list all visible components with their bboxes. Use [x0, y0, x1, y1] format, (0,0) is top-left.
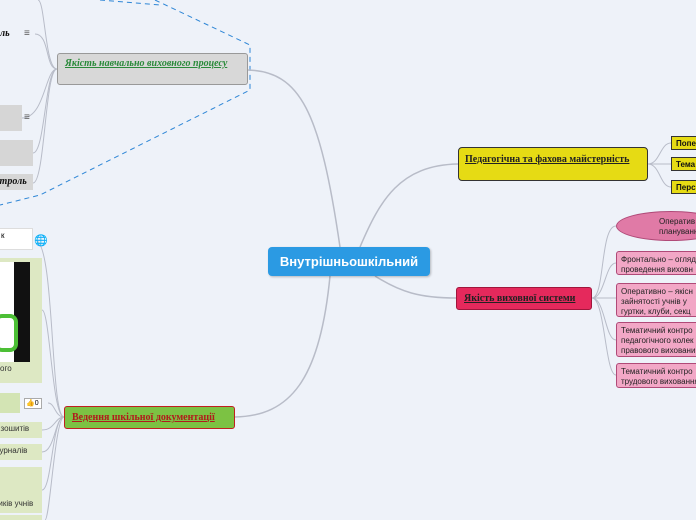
connector-process	[247, 69, 341, 248]
branch-pedagogical-label: Педагогічна та фахова майстерність	[465, 154, 630, 165]
doc-label: я зошитів	[0, 424, 30, 433]
doc-node-partial[interactable]	[0, 515, 42, 520]
root-node[interactable]: Внутрішньошкільний	[268, 247, 430, 276]
subtopic-education-2[interactable]: Фронтально – огляд проведення виховн	[616, 251, 696, 275]
branch-documentation[interactable]: Ведення шкільної документації	[64, 406, 235, 429]
like-count: 0	[34, 400, 39, 407]
connector-pedagogical	[359, 163, 459, 248]
connector-pink-1	[591, 225, 617, 299]
subtopic-pedagogical-1[interactable]: Попе	[671, 136, 696, 150]
menu-icon[interactable]: ≡	[24, 28, 30, 39]
branch-process-quality[interactable]: Якість навчально виховного процесу	[57, 53, 248, 85]
subtopic-education-5[interactable]: Тематичний контро трудового виховання	[616, 363, 696, 388]
subtopic-label: Оперативно – якісн зайнятості учнів у гу…	[621, 287, 693, 316]
dashed-boundary	[0, 0, 251, 206]
doc-label: журналів	[0, 446, 28, 455]
branch-process-label: Якість навчально виховного процесу	[65, 58, 228, 69]
doc-node-journals[interactable]: журналів	[0, 444, 42, 460]
subtopic-pedagogical-3[interactable]: Перс	[671, 180, 696, 194]
dashed-boundary-top	[99, 0, 161, 6]
globe-icon[interactable]: 🌐	[34, 235, 48, 247]
doc-node-blank[interactable]	[0, 393, 20, 413]
connector-ysub-1	[647, 142, 672, 165]
subtopic-pedagogical-2[interactable]: Тема	[671, 157, 696, 171]
video-thumbnail	[0, 262, 30, 362]
connector-process-2	[37, 0, 58, 70]
subtopic-education-3[interactable]: Оперативно – якісн зайнятості учнів у гу…	[616, 283, 696, 317]
branch-documentation-label: Ведення шкільної документації	[72, 412, 215, 423]
subtopic-label: Фронтально – огляд проведення виховн	[621, 255, 696, 274]
connector-doc-2	[41, 309, 65, 418]
connector-ysub-3	[647, 163, 672, 188]
connector-process-3	[21, 68, 58, 119]
doc-node-diaries[interactable]: ників учнів	[0, 467, 42, 513]
like-badge[interactable]: 👍0	[24, 398, 42, 409]
control-top-text: ль	[0, 28, 10, 39]
branch-education-quality[interactable]: Якість виховної системи	[456, 287, 592, 310]
connector-pink-2	[591, 262, 617, 299]
connector-process-5	[32, 68, 58, 184]
subtopic-label: Тема	[676, 160, 696, 169]
branch-pedagogical[interactable]: Педагогічна та фахова майстерність	[458, 147, 648, 181]
connector-doc-7	[44, 416, 65, 520]
link-node[interactable]: к	[0, 228, 33, 250]
connector-documentation	[234, 275, 331, 418]
subtopic-education-4[interactable]: Тематичний контро педагогічного колек пр…	[616, 322, 696, 357]
subtopic-label: Тематичний контро педагогічного колек пр…	[621, 326, 696, 355]
subtopic-education-1[interactable]: Оператив планування	[616, 211, 696, 241]
connector-doc-1	[34, 239, 65, 418]
process-grey-box-2[interactable]	[0, 140, 33, 166]
control-bottom-text[interactable]: нтроль	[0, 174, 33, 190]
connector-doc-6	[41, 416, 65, 491]
menu-icon[interactable]: ≡	[24, 112, 30, 123]
thumbs-up-icon: 👍	[26, 400, 35, 407]
subtopic-label: Оператив планування	[659, 217, 696, 236]
video-caption: ого	[0, 364, 12, 373]
connector-doc-3	[47, 402, 65, 418]
connector-pink-5	[591, 297, 617, 376]
doc-label: ників учнів	[0, 499, 34, 508]
process-grey-box-1[interactable]	[0, 105, 22, 131]
connector-process-4	[32, 68, 58, 154]
connector-education	[374, 275, 457, 299]
link-text: к	[1, 231, 5, 240]
subtopic-label: Перс	[676, 183, 696, 192]
subtopic-label: Попе	[676, 139, 696, 148]
doc-node-notebooks[interactable]: я зошитів	[0, 422, 42, 438]
green-circle-icon	[0, 314, 18, 352]
root-label: Внутрішньошкільний	[279, 254, 419, 269]
video-node[interactable]: ого	[0, 258, 42, 383]
branch-education-label: Якість виховної системи	[464, 293, 576, 304]
video-frame-dark	[14, 262, 30, 362]
subtopic-label: Тематичний контро трудового виховання	[621, 367, 696, 386]
